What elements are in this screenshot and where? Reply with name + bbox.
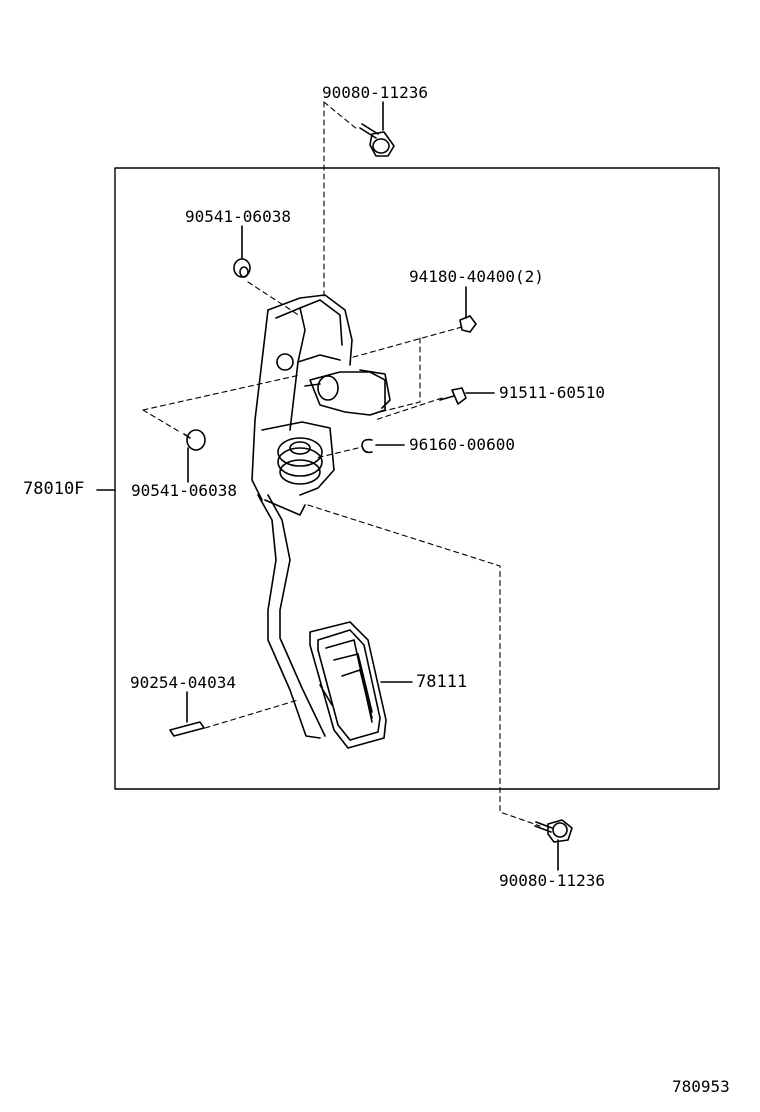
- dash-nut-upper: [349, 326, 463, 359]
- pedal-spring: [277, 437, 323, 485]
- pedal-pad-part: [309, 621, 387, 749]
- dash-cap-upper: [247, 281, 301, 317]
- bolt-top-part: [359, 123, 395, 157]
- label-clip: 96160-00600: [409, 435, 515, 454]
- pedal-arm: [257, 494, 326, 739]
- nut-part: [459, 315, 477, 333]
- pin-part: [169, 721, 205, 737]
- bolt-bottom-part: [534, 819, 573, 843]
- figure-number: 780953: [672, 1077, 730, 1096]
- pedal-bracket: [251, 294, 353, 516]
- label-nut: 94180-40400(2): [409, 267, 544, 286]
- dash-nut-lower: [379, 337, 421, 413]
- dash-clip: [315, 447, 359, 459]
- dash-pin: [204, 699, 299, 729]
- dash-bolt-top-arrow: [323, 101, 359, 131]
- dash-cap-lower-2: [142, 409, 181, 433]
- clip-part: [361, 438, 373, 454]
- screw-part: [439, 387, 467, 405]
- dash-screw: [374, 397, 443, 421]
- sensor-housing: [304, 369, 391, 416]
- label-bolt-top: 90080-11236: [322, 83, 428, 102]
- label-assembly: 78010F: [23, 479, 85, 499]
- label-bolt-bottom: 90080-11236: [499, 871, 605, 890]
- assembly-frame: [114, 167, 720, 790]
- dash-bolt-bottom: [307, 504, 541, 827]
- cap-upper-part: [233, 258, 251, 278]
- label-pad: 78111: [416, 672, 468, 692]
- cap-lower-part: [183, 429, 206, 451]
- dash-cap-lower: [142, 374, 301, 411]
- label-screw: 91511-60510: [499, 383, 605, 402]
- label-cap-upper: 90541-06038: [185, 207, 291, 226]
- label-pin: 90254-04034: [130, 673, 236, 692]
- label-cap-lower: 90541-06038: [131, 481, 237, 500]
